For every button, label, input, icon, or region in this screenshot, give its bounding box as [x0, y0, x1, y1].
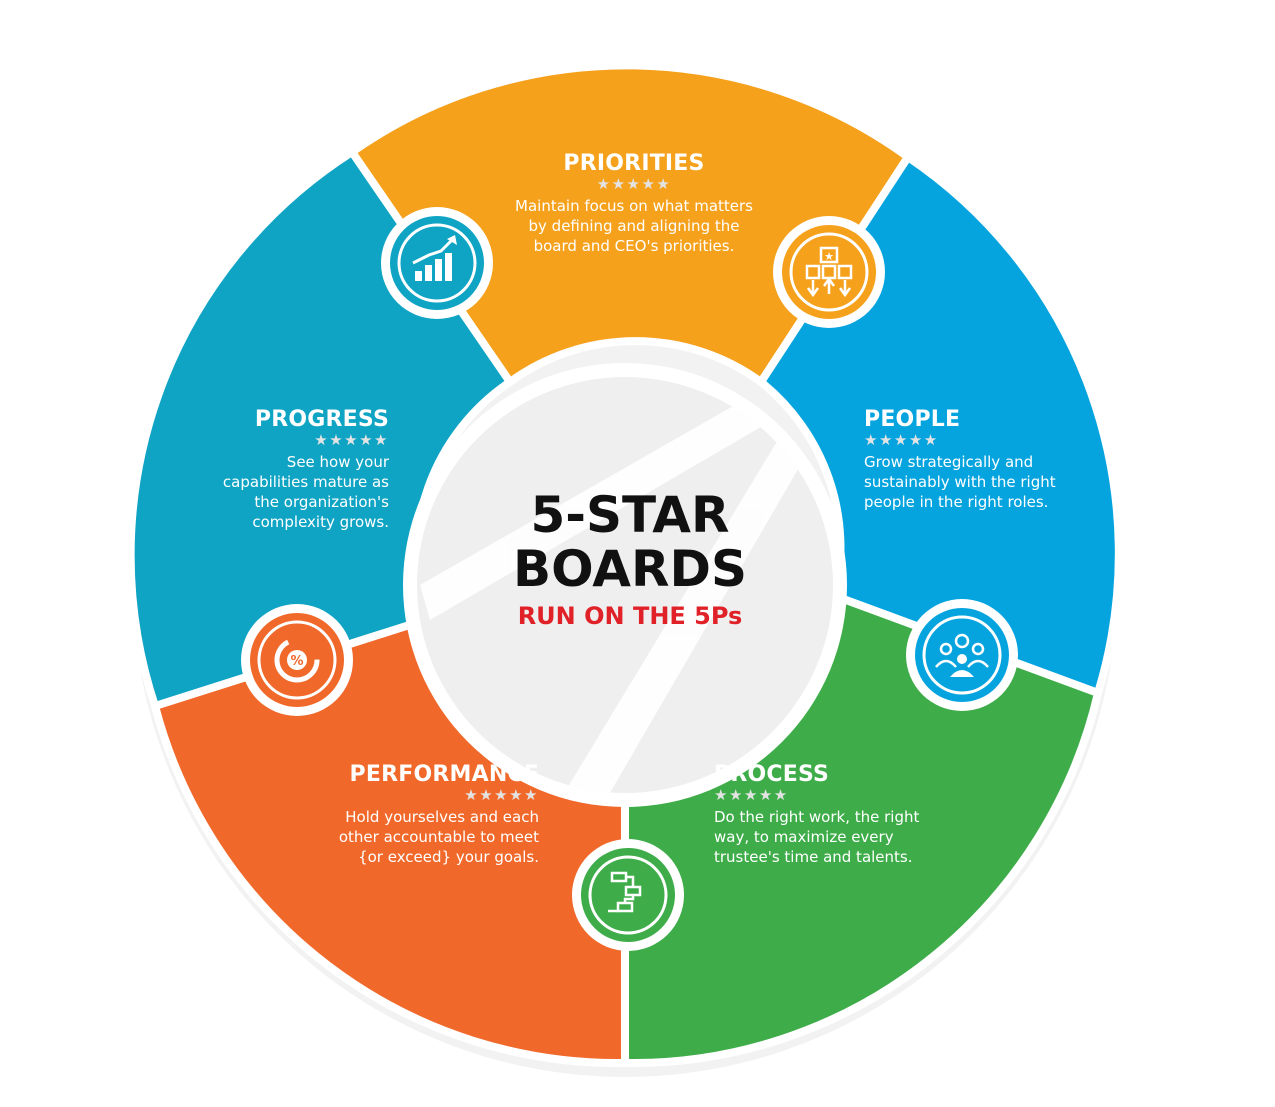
- people-stars: ★★★★★: [864, 431, 939, 449]
- process-stars: ★★★★★: [714, 786, 789, 804]
- performance-desc-line1: Hold yourselves and each: [345, 808, 539, 826]
- section-people: PEOPLE ★★★★★ Grow strategically and sust…: [864, 407, 1056, 511]
- svg-text:%: %: [290, 654, 303, 669]
- priorities-desc-line1: Maintain focus on what matters: [515, 197, 753, 215]
- section-priorities: PRIORITIES ★★★★★ Maintain focus on what …: [515, 151, 753, 255]
- progress-desc-line3: the organization's: [254, 493, 389, 511]
- priorities-title: PRIORITIES: [563, 151, 704, 176]
- center-title-line1: 5-STAR: [531, 486, 730, 544]
- progress-desc-line1: See how your: [287, 453, 390, 471]
- process-desc-line2: way, to maximize every: [714, 828, 894, 846]
- performance-title: PERFORMANCE: [350, 762, 539, 787]
- section-progress: PROGRESS ★★★★★ See how your capabilities…: [223, 407, 390, 531]
- progress-stars: ★★★★★: [314, 431, 389, 449]
- priorities-stars: ★★★★★: [597, 175, 672, 193]
- priorities-desc-line2: by defining and aligning the: [529, 217, 740, 235]
- process-title: PROCESS: [714, 762, 829, 787]
- center-subtitle: RUN ON THE 5Ps: [518, 602, 743, 630]
- rising-bar-chart-icon: [381, 207, 493, 319]
- process-desc-line3: trustee's time and talents.: [714, 848, 913, 866]
- section-performance: PERFORMANCE ★★★★★ Hold yourselves and ea…: [339, 762, 539, 866]
- people-desc-line2: sustainably with the right: [864, 473, 1056, 491]
- sector-priorities: [348, 61, 912, 386]
- people-desc-line3: people in the right roles.: [864, 493, 1048, 511]
- performance-stars: ★★★★★: [464, 786, 539, 804]
- percent-gauge-icon: %: [241, 604, 353, 716]
- people-desc-line1: Grow strategically and: [864, 453, 1033, 471]
- svg-text:★: ★: [824, 250, 834, 263]
- group-people-icon: [906, 599, 1018, 711]
- section-process: PROCESS ★★★★★ Do the right work, the rig…: [714, 762, 919, 866]
- center-hub: 5-STAR BOARDS RUN ON THE 5Ps: [403, 363, 847, 807]
- progress-title: PROGRESS: [255, 407, 389, 432]
- people-title: PEOPLE: [864, 407, 960, 432]
- hierarchy-arrows-icon: ★: [773, 216, 885, 328]
- progress-desc-line4: complexity grows.: [252, 513, 389, 531]
- center-title-line2: BOARDS: [513, 540, 747, 598]
- performance-desc-line3: {or exceed} your goals.: [358, 848, 539, 866]
- process-desc-line1: Do the right work, the right: [714, 808, 919, 826]
- flowchart-steps-icon: [572, 839, 684, 951]
- performance-desc-line2: other accountable to meet: [339, 828, 539, 846]
- priorities-desc-line3: board and CEO's priorities.: [534, 237, 735, 255]
- progress-desc-line2: capabilities mature as: [223, 473, 389, 491]
